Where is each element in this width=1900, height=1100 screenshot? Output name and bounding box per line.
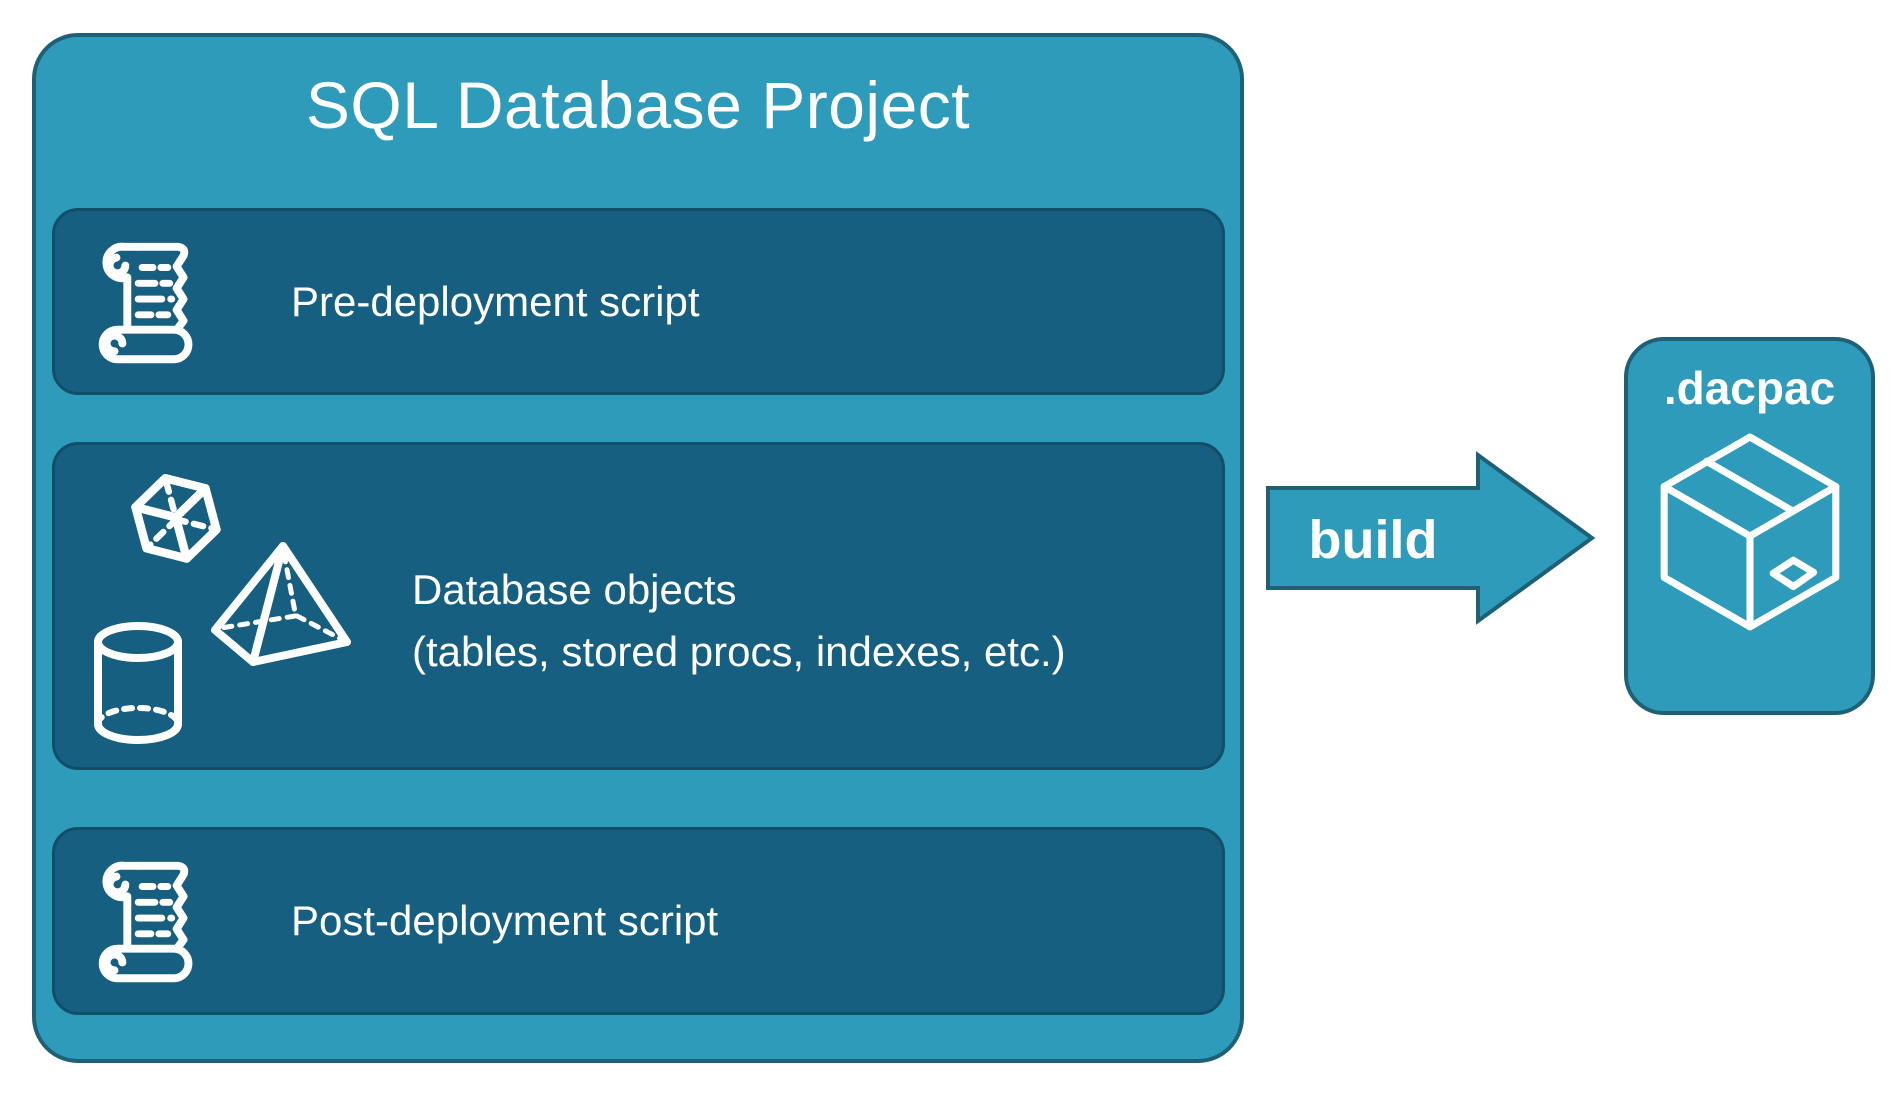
sql-database-project-box: SQL Database Project Pr — [32, 33, 1244, 1063]
database-objects-label: Database objects (tables, stored procs, … — [412, 559, 1066, 683]
database-objects-line1: Database objects — [412, 566, 737, 613]
package-icon — [1660, 433, 1839, 631]
project-title: SQL Database Project — [305, 68, 971, 142]
post-deployment-label: Post-deployment script — [291, 897, 719, 944]
panel-post-deployment: Post-deployment script — [52, 827, 1225, 1015]
pre-deployment-label: Pre-deployment script — [291, 277, 700, 325]
database-objects-line2: (tables, stored procs, indexes, etc.) — [412, 628, 1066, 675]
dacpac-box: .dacpac — [1624, 337, 1875, 715]
panel-pre-deployment: Pre-deployment script — [52, 208, 1225, 395]
pyramid-icon — [211, 542, 351, 666]
build-arrow-label: build — [1308, 510, 1438, 570]
panel-database-objects: Database objects (tables, stored procs, … — [52, 442, 1225, 770]
scroll-icon — [98, 242, 193, 364]
scroll-icon — [98, 861, 193, 983]
dacpac-title: .dacpac — [1663, 362, 1836, 414]
cylinder-icon — [94, 622, 182, 744]
build-arrow-icon — [1266, 451, 1596, 625]
cube-icon — [131, 473, 221, 563]
